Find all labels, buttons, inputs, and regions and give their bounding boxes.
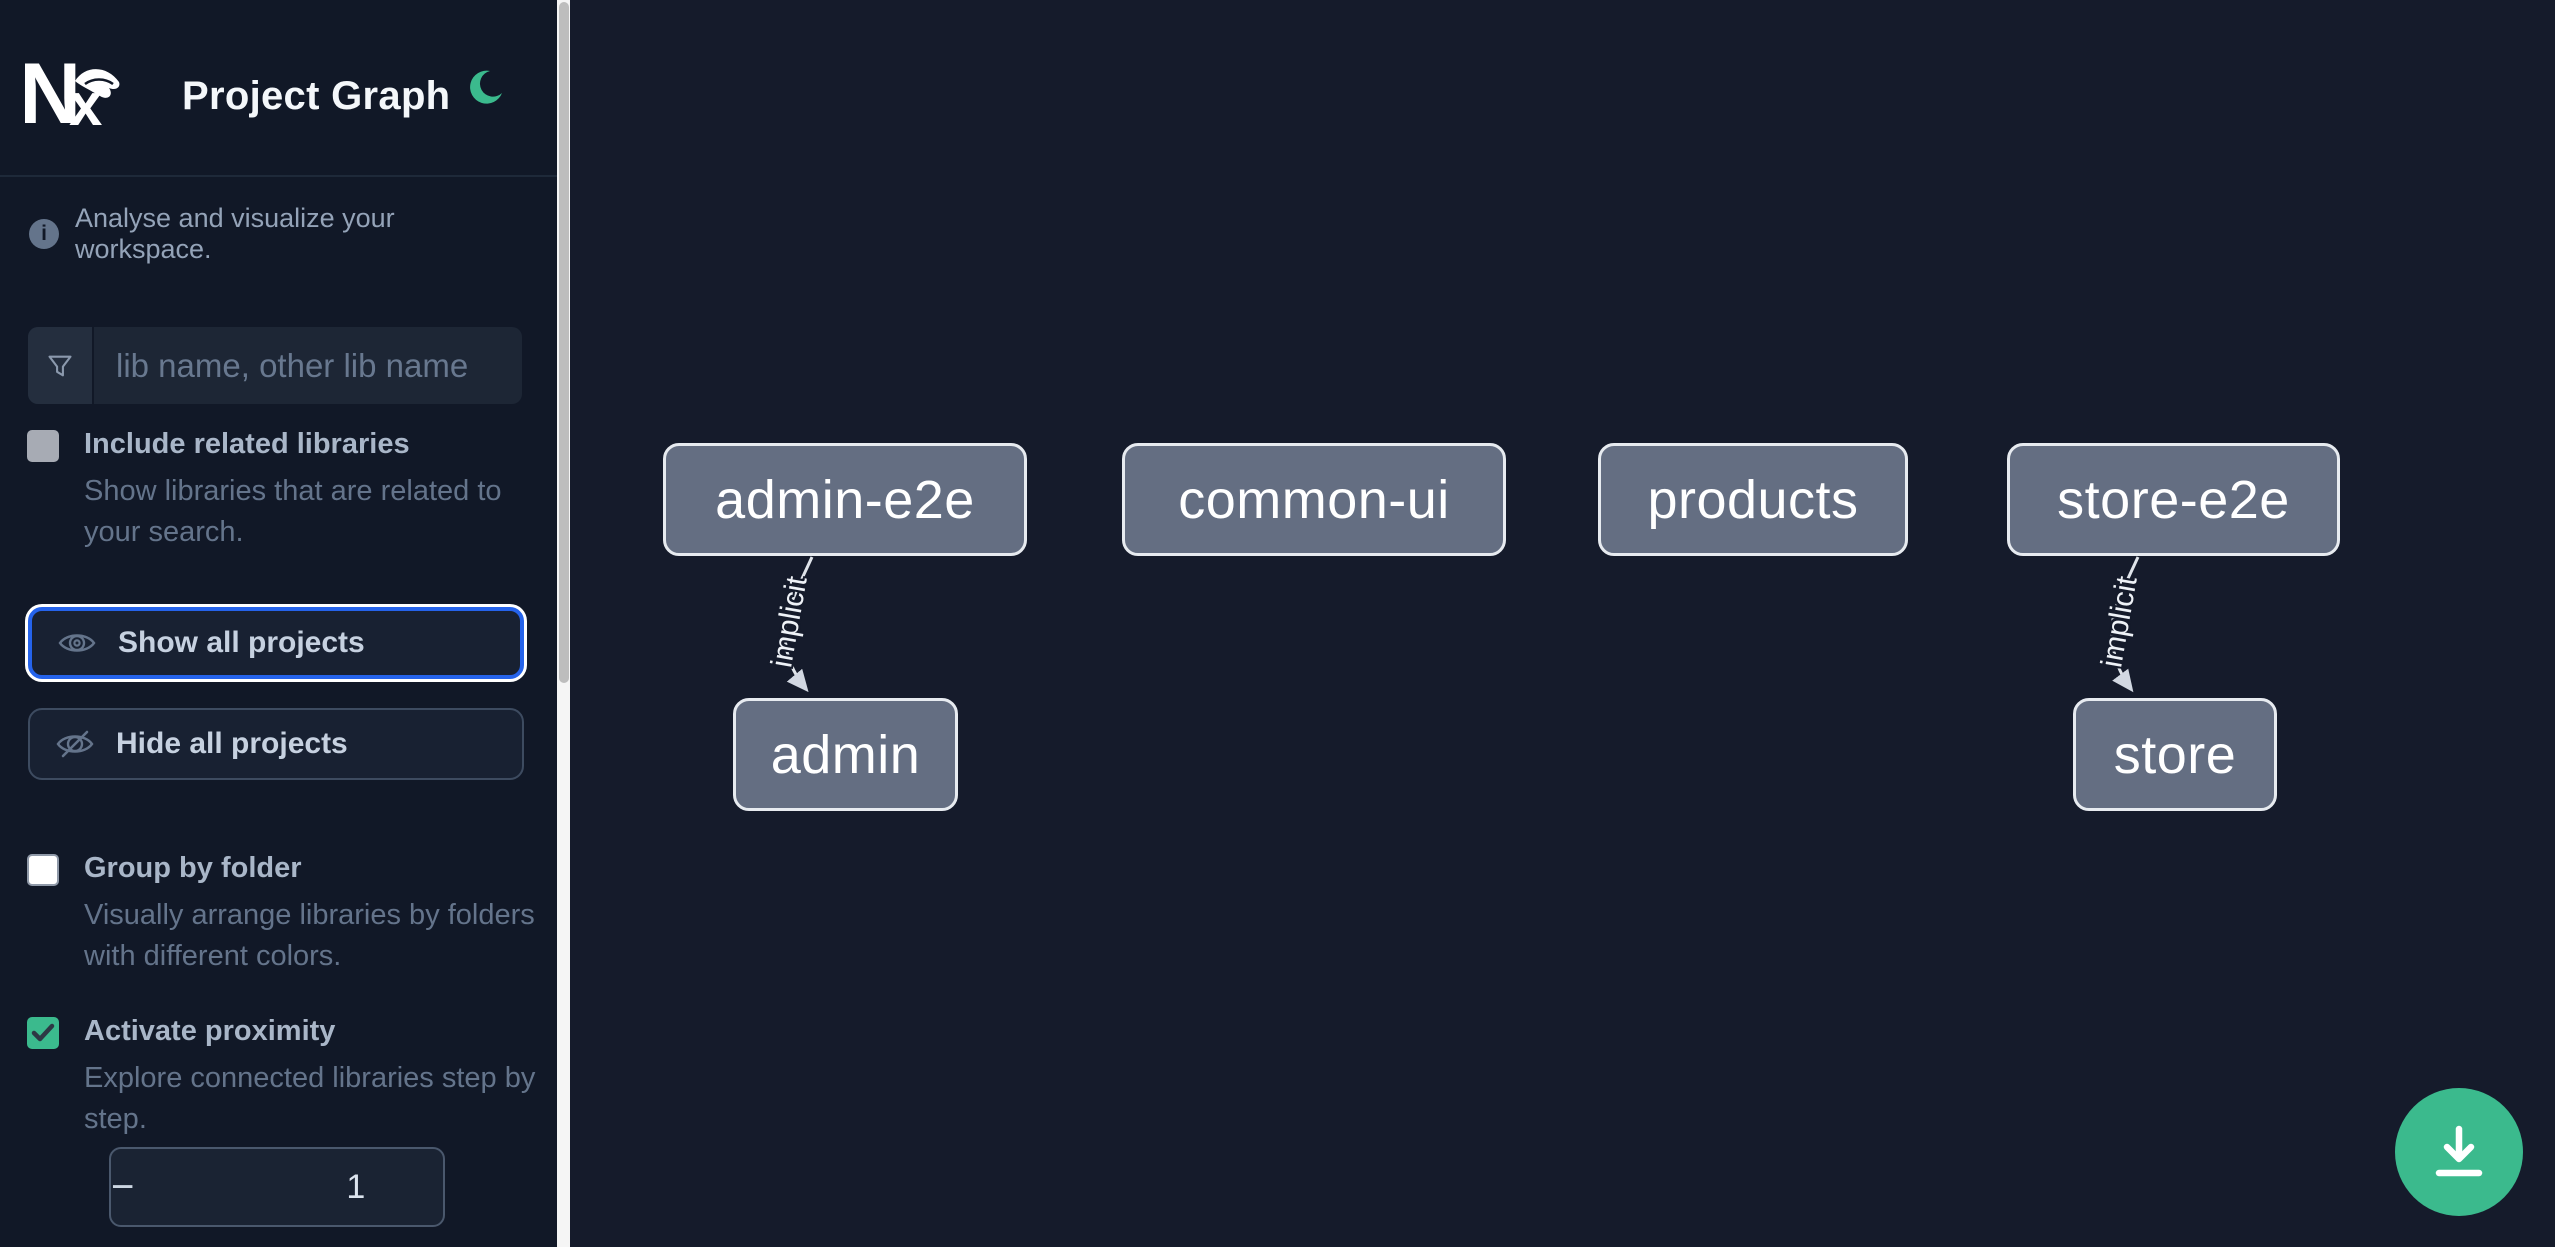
include-related-checkbox[interactable]	[27, 430, 59, 462]
group-by-folder-description: Visually arrange libraries by folders wi…	[84, 899, 535, 972]
edge-store-e2e-to-store	[2110, 556, 2140, 693]
info-icon: i	[29, 219, 59, 249]
show-all-projects-label: Show all projects	[118, 626, 365, 659]
decrement-button[interactable]: −	[111, 1149, 134, 1225]
include-related-label: Include related libraries	[84, 428, 410, 460]
graph-node-products[interactable]: products	[1598, 443, 1908, 556]
hide-all-projects-label: Hide all projects	[116, 727, 348, 760]
search-input[interactable]	[94, 327, 522, 404]
filter-icon-cell	[28, 327, 94, 404]
graph-canvas[interactable]: admin-e2e common-ui products store-e2e a…	[570, 0, 2555, 1247]
graph-node-admin[interactable]: admin	[733, 698, 958, 811]
filter-icon	[48, 355, 72, 376]
sidebar-scrollbar-thumb[interactable]	[558, 2, 569, 683]
checkbox-row-activate-proximity[interactable]: Activate proximity Explore connected lib…	[27, 1014, 535, 1140]
graph-node-admin-e2e[interactable]: admin-e2e	[663, 443, 1027, 556]
group-by-folder-checkbox[interactable]	[27, 854, 59, 886]
moon-icon	[470, 70, 502, 104]
sidebar: N x Project Graph i Analyse and visualiz…	[0, 0, 557, 1247]
eye-slash-icon	[56, 730, 94, 758]
activate-proximity-description: Explore connected libraries step by step…	[84, 1062, 536, 1135]
sidebar-scrollbar-track	[557, 0, 570, 1247]
nx-logo: N x	[25, 56, 120, 126]
hide-all-projects-button[interactable]: Hide all projects	[28, 708, 524, 780]
checkbox-row-include-related[interactable]: Include related libraries Show libraries…	[27, 427, 527, 553]
page-title: Project Graph	[182, 74, 451, 118]
graph-node-common-ui[interactable]: common-ui	[1122, 443, 1506, 556]
graph-node-store[interactable]: store	[2073, 698, 2277, 811]
eye-icon	[58, 634, 96, 652]
info-text: Analyse and visualize your workspace.	[75, 203, 395, 264]
show-all-projects-button[interactable]: Show all projects	[28, 607, 524, 679]
activate-proximity-checkbox[interactable]	[27, 1017, 59, 1049]
edge-admin-e2e-to-admin	[783, 556, 814, 693]
group-by-folder-label: Group by folder	[84, 852, 302, 884]
search-filter	[28, 327, 522, 404]
graph-edges	[783, 556, 2140, 693]
activate-proximity-label: Activate proximity	[84, 1015, 336, 1047]
sidebar-header: N x Project Graph	[0, 0, 557, 177]
proximity-depth-value[interactable]	[134, 1149, 443, 1225]
checkmark-icon	[31, 1023, 55, 1042]
include-related-description: Show libraries that are related to your …	[84, 475, 502, 548]
graph-node-store-e2e[interactable]: store-e2e	[2007, 443, 2340, 556]
proximity-depth-stepper: − +	[109, 1147, 445, 1227]
workspace-info: i Analyse and visualize your workspace.	[29, 203, 529, 265]
download-graph-button[interactable]	[2395, 1088, 2523, 1216]
svg-text:N: N	[25, 56, 81, 126]
theme-toggle-button[interactable]	[460, 64, 508, 112]
checkbox-row-group-by-folder[interactable]: Group by folder Visually arrange librari…	[27, 851, 535, 977]
download-icon	[2435, 1125, 2483, 1177]
